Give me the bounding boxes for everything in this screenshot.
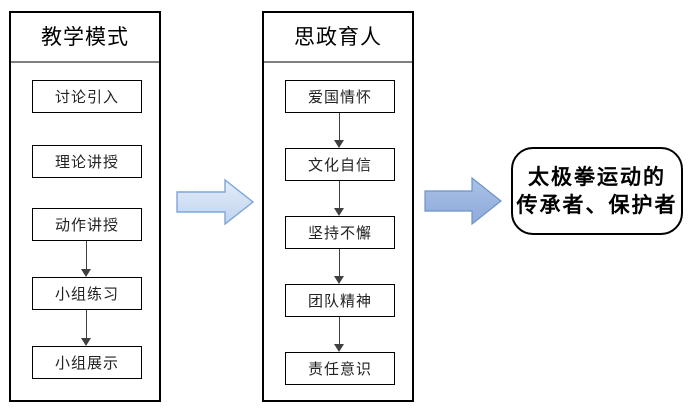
- outcome-line-2: 传承者、保护者: [516, 193, 678, 217]
- panel-teaching-mode: 教学模式 讨论引入 理论讲授 动作讲授 小组练习 小组展示: [9, 11, 161, 402]
- step-label: 爱国情怀: [307, 88, 372, 106]
- step-label: 动作讲授: [54, 216, 119, 234]
- connector-arrow-patriotism-to-culture: [334, 113, 345, 148]
- step-box-cultural-confidence[interactable]: 文化自信: [285, 148, 395, 181]
- step-label: 小组练习: [54, 285, 119, 303]
- connector-arrow-teamwork-to-responsibility: [334, 317, 345, 352]
- panel-ideological-education: 思政育人 爱国情怀 文化自信 坚持不懈 团队精神: [262, 11, 414, 402]
- step-box-responsibility[interactable]: 责任意识: [285, 352, 395, 385]
- step-label: 文化自信: [307, 156, 372, 174]
- step-box-perseverance[interactable]: 坚持不懈: [285, 216, 395, 249]
- step-label: 坚持不懈: [307, 224, 372, 242]
- step-box-group-show[interactable]: 小组展示: [32, 346, 142, 379]
- step-box-patriotism[interactable]: 爱国情怀: [285, 80, 395, 113]
- step-box-theory-lecture[interactable]: 理论讲授: [32, 145, 142, 178]
- step-label: 责任意识: [307, 360, 372, 378]
- panel-title-teaching-mode: 教学模式: [11, 13, 159, 63]
- block-arrow-two: [424, 176, 502, 226]
- step-label: 理论讲授: [54, 153, 119, 171]
- outcome-box[interactable]: 太极拳运动的 传承者、保护者: [511, 147, 683, 235]
- connector-arrow-culture-to-perseverance: [334, 181, 345, 216]
- block-arrow-one: [176, 178, 254, 226]
- step-box-discussion-intro[interactable]: 讨论引入: [32, 80, 142, 113]
- outcome-line-1: 太极拳运动的: [528, 164, 666, 189]
- connector-arrow-perseverance-to-teamwork: [334, 249, 345, 284]
- step-label: 讨论引入: [54, 88, 119, 106]
- step-box-group-practice[interactable]: 小组练习: [32, 277, 142, 310]
- step-label: 小组展示: [54, 354, 119, 372]
- step-box-team-spirit[interactable]: 团队精神: [285, 284, 395, 317]
- step-box-movement-lecture[interactable]: 动作讲授: [32, 208, 142, 241]
- connector-arrow-practice-to-show: [81, 310, 92, 346]
- panel-title-ideological-education: 思政育人: [264, 13, 412, 63]
- connector-arrow-movement-to-practice: [81, 241, 92, 277]
- outcome-text: 太极拳运动的 传承者、保护者: [517, 163, 678, 220]
- step-label: 团队精神: [307, 292, 372, 310]
